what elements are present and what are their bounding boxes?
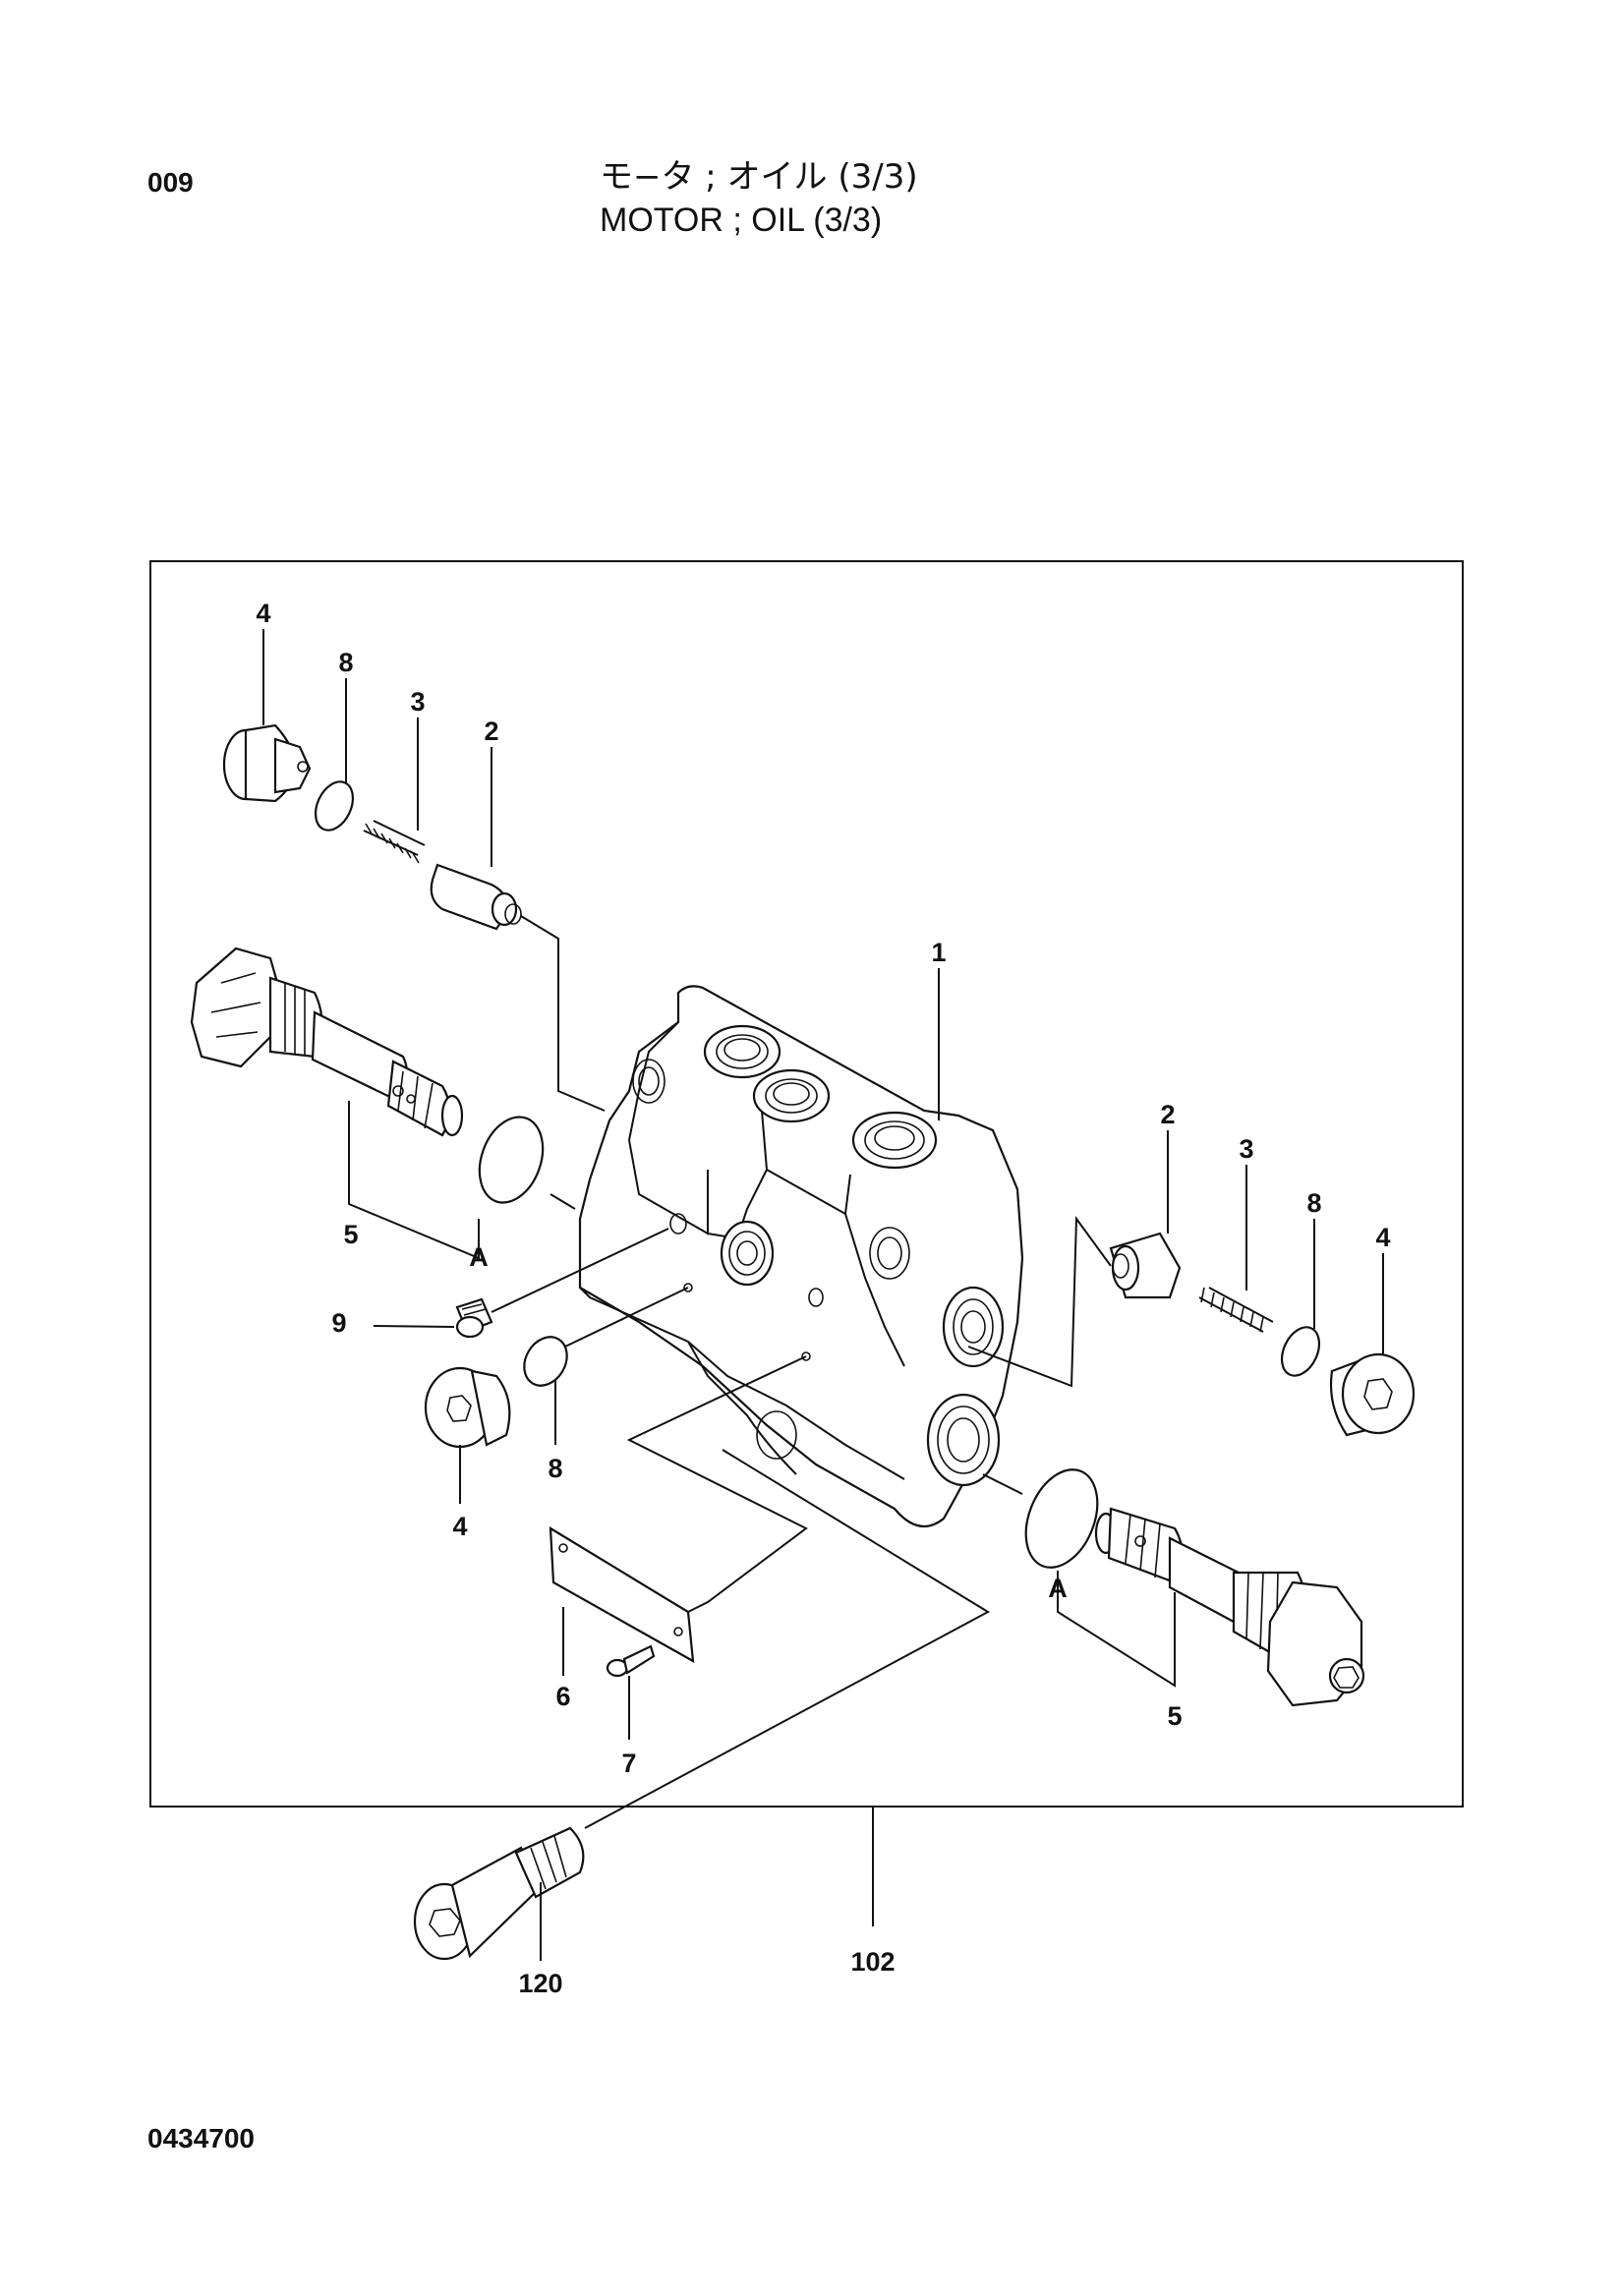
set-screw xyxy=(455,1297,493,1339)
drawing-code: 0434700 xyxy=(147,2123,256,2153)
callout-3-upper-left: 3 xyxy=(410,687,425,717)
poppet-right xyxy=(1109,1232,1182,1299)
valve-body xyxy=(578,985,1024,1528)
plug-right xyxy=(1329,1352,1416,1437)
callout-8-upper-left: 8 xyxy=(338,648,353,677)
callout-a-right: A xyxy=(1048,1574,1068,1603)
callout-7: 7 xyxy=(621,1749,636,1778)
poppet-upper-left xyxy=(430,863,522,931)
title-block: モ−タ ; オイル (3/3) MOTOR ; OIL (3/3) xyxy=(600,155,918,242)
leader-screw-to-body xyxy=(491,1228,669,1313)
leader-oring-right xyxy=(982,1473,1023,1495)
o-ring-middle xyxy=(523,1336,568,1387)
o-ring-right-a xyxy=(1024,1468,1099,1569)
leader-plate-to-body xyxy=(626,1355,808,1613)
o-ring-right xyxy=(1280,1326,1321,1377)
nameplate xyxy=(549,1525,695,1663)
socket-bolt xyxy=(413,1826,585,1961)
assembly-frame xyxy=(149,560,1464,1808)
callout-6: 6 xyxy=(555,1682,570,1711)
callout-102: 102 xyxy=(850,1947,895,1977)
callout-5-left: 5 xyxy=(343,1220,358,1249)
o-ring-upper-left xyxy=(314,780,355,832)
callout-1-valve-body: 1 xyxy=(931,938,946,967)
spring-right xyxy=(1198,1287,1274,1333)
page-number: 009 xyxy=(147,167,194,198)
leader-oring-left xyxy=(550,1193,576,1210)
callout-4-upper-left: 4 xyxy=(256,599,270,628)
leader-poppet-right xyxy=(967,1216,1112,1388)
title-japanese: モ−タ ; オイル (3/3) xyxy=(600,157,918,197)
callout-a-left: A xyxy=(469,1242,489,1272)
leader-oring-middle xyxy=(564,1287,689,1348)
leader-poppet-to-body xyxy=(520,915,606,1112)
leader-bolt-to-body xyxy=(584,1449,991,1829)
plug-middle-left xyxy=(424,1366,511,1449)
callout-4-middle-left: 4 xyxy=(452,1512,467,1541)
plug-upper-left xyxy=(222,723,312,803)
callout-5-right: 5 xyxy=(1167,1701,1182,1731)
callout-8-right: 8 xyxy=(1306,1188,1321,1218)
callout-leaders xyxy=(262,629,1384,1961)
callout-9: 9 xyxy=(331,1308,346,1338)
o-ring-left-a xyxy=(478,1116,545,1204)
relief-valve-right xyxy=(1094,1507,1365,1707)
callout-8-middle: 8 xyxy=(548,1454,562,1483)
callout-2-right: 2 xyxy=(1160,1100,1175,1129)
drive-rivet xyxy=(606,1644,656,1678)
title-english: MOTOR ; OIL (3/3) xyxy=(600,201,883,239)
callout-4-right: 4 xyxy=(1375,1223,1390,1252)
spring-upper-left xyxy=(363,820,426,864)
callout-120: 120 xyxy=(518,1969,562,1998)
callout-3-right: 3 xyxy=(1239,1134,1253,1164)
relief-valve-left xyxy=(190,947,464,1137)
callout-2-upper-left: 2 xyxy=(484,717,498,746)
